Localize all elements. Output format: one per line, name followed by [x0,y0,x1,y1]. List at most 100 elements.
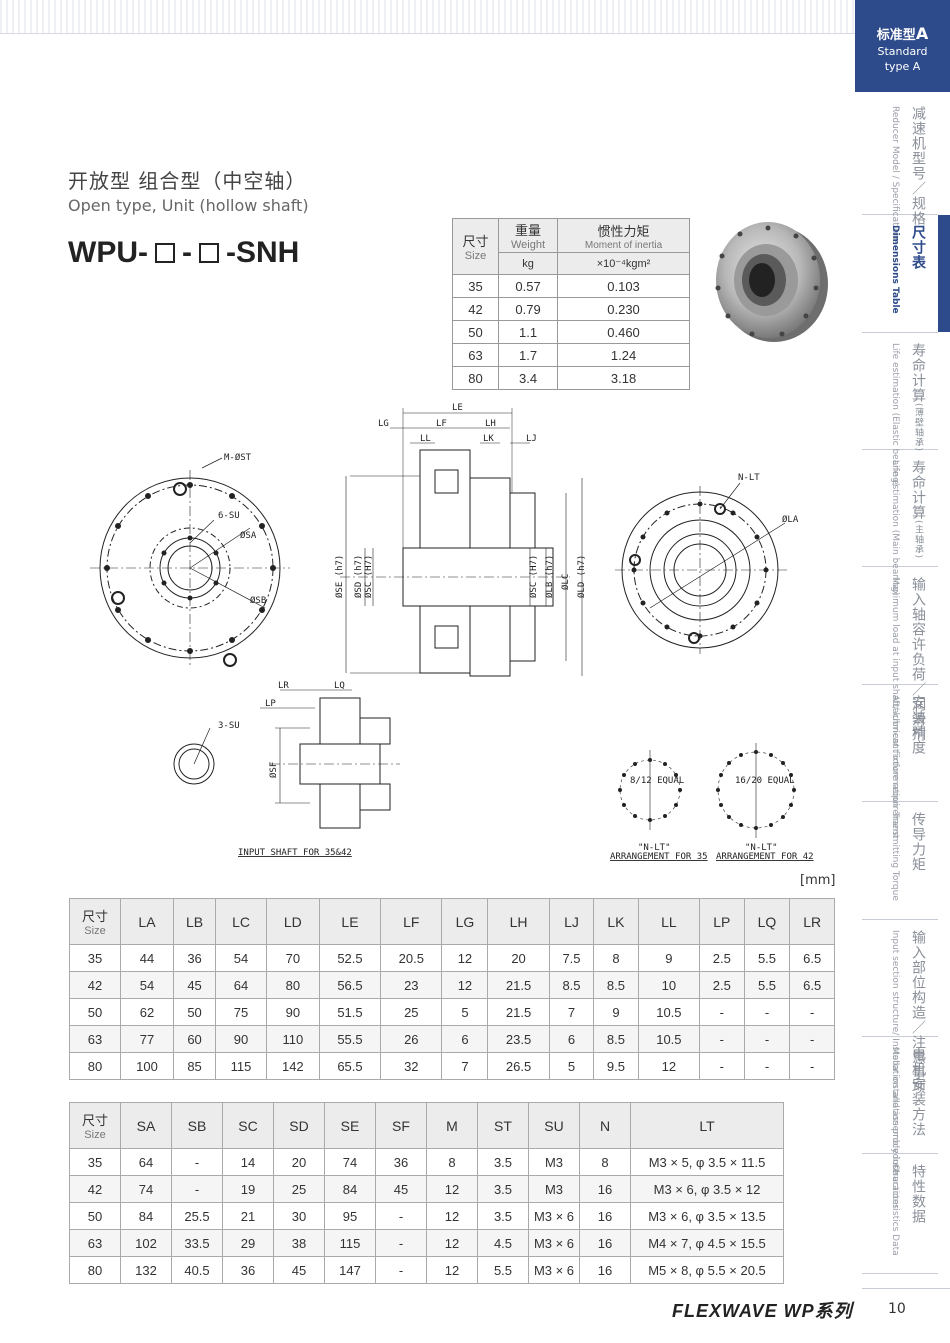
cell: 21 [222,1202,274,1230]
cell: 30 [273,1202,325,1230]
col-header: LD [265,898,320,945]
nav-life-main[interactable]: 寿命计算(主轴承) Life estimation (Main bearing) [862,450,938,595]
cell: - [743,998,791,1026]
nav-accuracy[interactable]: 安装精度 Attachment fixture requirement [862,685,938,838]
cell: 80 [265,971,320,999]
cell: 33.5 [171,1229,223,1257]
badge-en2: type A [884,60,921,73]
cell: 115 [215,1052,267,1080]
cell: 6 [441,1025,489,1053]
cell: M3 × 5, φ 3.5 × 11.5 [630,1148,784,1176]
cell: M3 × 6 [528,1229,580,1257]
input-shaft-note: INPUT SHAFT FOR 35&42 [238,848,352,858]
page-title-en: Open type, Unit (hollow shaft) [68,196,309,215]
nav-label-en: Dimensions Table [890,225,900,314]
header-inertia-zh: 惯性力矩 [597,223,650,239]
label-m-st: M-ØST [224,452,252,463]
nav-torque[interactable]: 传导力矩 Transmitting Torque [862,802,938,920]
header-size-zh: 尺寸 [81,1113,108,1128]
col-header: LT [630,1102,784,1149]
col-header: LH [487,898,550,945]
cell: 6.5 [789,971,835,999]
cell: M3 × 6, φ 3.5 × 12 [630,1175,784,1203]
nav-label-en: Reducer Model / Specifications [890,106,900,245]
standard-type-badge[interactable]: 标准型A Standard type A [855,0,950,92]
cell: 3.4 [497,366,559,390]
model-prefix: WPU- [68,236,148,269]
cell: - [789,1052,835,1080]
cell: 7 [548,998,595,1026]
nav-reducer-model[interactable]: 减速机型号／规格 Reducer Model / Specifications [862,96,938,244]
arrangement-35 [618,750,682,830]
col-header: LE [318,898,382,945]
cell: 23.5 [487,1025,550,1053]
nav-motor-install[interactable]: 电机安装方法 Motor installation procedure [862,1037,938,1174]
cell: 50 [172,998,217,1026]
cell: 20 [487,944,550,972]
cell: 12 [426,1229,478,1257]
cell: 26 [380,1025,443,1053]
page-number: 10 [888,1301,906,1317]
header-size-zh: 尺寸 [81,909,108,924]
col-header: SC [222,1102,274,1149]
cell: 0.230 [557,297,690,321]
cell: - [743,1052,791,1080]
model-suffix: -SNH [225,236,300,269]
cell: 25 [380,998,443,1026]
col-header: N [579,1102,631,1149]
cell: 84 [324,1175,376,1203]
label-ll: LL [420,434,431,444]
label-la: ØLA [782,514,799,525]
cell: 0.460 [557,320,690,344]
cell: 95 [324,1202,376,1230]
label-16-20-equal: 16/20 EQUAL [735,776,795,786]
cell: 23 [380,971,443,999]
label-nlt: N-LT [738,473,760,483]
nav-label-en: Life estimation (Elastic bearing) [890,343,900,487]
nav-characteristics[interactable]: 特性数据 Characteristics Data [862,1154,938,1274]
output-view-labels: N-LT ØLA [738,473,799,525]
label-sd: ØSD (h7) [353,555,364,598]
cell: 74 [120,1175,172,1203]
cell: 5.5 [477,1256,529,1284]
nav-input-structure[interactable]: 输入部位构造／注意事项 Input section structure/ Ins… [862,920,938,1209]
badge-letter: A [915,24,929,43]
cell: 74 [324,1148,376,1176]
nav-input-load[interactable]: 输入轴容许负荷／润滑剂 Maximum load at input shaft/… [862,567,938,807]
cell: - [171,1175,223,1203]
cell: 1.24 [557,343,690,367]
cell: 3.5 [477,1202,529,1230]
cell: - [171,1148,223,1176]
cell: 12 [637,1052,701,1080]
nav-dimensions-table[interactable]: 尺寸表 Dimensions Table [862,215,950,333]
cell: 55.5 [318,1025,382,1053]
nav-life-elastic[interactable]: 寿命计算(薄壁轴承) Life estimation (Elastic bear… [862,333,938,486]
cell: M5 × 8, φ 5.5 × 20.5 [630,1256,784,1284]
cell: - [699,1052,745,1080]
cell: 44 [120,944,174,972]
cell: 25.5 [171,1202,223,1230]
col-header: LB [172,898,217,945]
label-lq: LQ [334,681,345,691]
nav-zh-main: 寿命计算 [910,343,926,403]
cell: 5.5 [743,971,791,999]
col-header: SU [528,1102,580,1149]
cell: M4 × 7, φ 4.5 × 15.5 [630,1229,784,1257]
cell: 16 [579,1175,631,1203]
cell: 80 [69,1052,121,1080]
cell: 29 [222,1229,274,1257]
nav-label-en: Transmitting Torque [890,812,900,901]
footer-divider [862,1288,950,1289]
